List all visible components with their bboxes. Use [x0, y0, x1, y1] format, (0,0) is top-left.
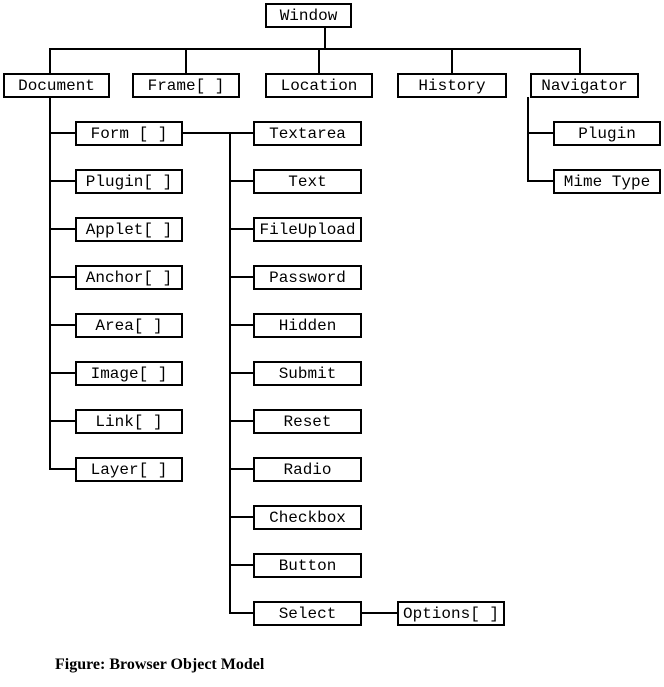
- edge-select-to-options: [361, 612, 398, 614]
- edge-stub-image: [49, 372, 76, 374]
- edge-stub-hidden: [229, 324, 254, 326]
- node-select: Select: [253, 601, 362, 626]
- figure-caption: Figure: Browser Object Model: [55, 656, 265, 673]
- edge-drop-location: [318, 48, 320, 73]
- node-nav-plugin: Plugin: [553, 121, 661, 146]
- edge-window-drop: [324, 28, 326, 49]
- edge-drop-document: [49, 48, 51, 73]
- node-applet: Applet[ ]: [75, 217, 183, 242]
- edge-stub-link: [49, 420, 76, 422]
- node-checkbox: Checkbox: [253, 505, 362, 530]
- node-form: Form [ ]: [75, 121, 183, 146]
- node-history: History: [397, 73, 507, 98]
- edge-document-spine: [49, 97, 51, 470]
- node-mime-type: Mime Type: [553, 169, 661, 194]
- edge-stub-mime-type: [527, 180, 554, 182]
- node-fileupload: FileUpload: [253, 217, 362, 242]
- edge-stub-anchor: [49, 276, 76, 278]
- edge-stub-select: [229, 612, 254, 614]
- node-plugin-array: Plugin[ ]: [75, 169, 183, 194]
- edge-drop-frame: [185, 48, 187, 73]
- edge-drop-history: [451, 48, 453, 73]
- node-image: Image[ ]: [75, 361, 183, 386]
- edge-stub-checkbox: [229, 516, 254, 518]
- node-link: Link[ ]: [75, 409, 183, 434]
- edge-stub-area: [49, 324, 76, 326]
- node-hidden: Hidden: [253, 313, 362, 338]
- edge-form-to-children: [183, 132, 254, 134]
- edge-stub-layer: [49, 468, 76, 470]
- edge-drop-navigator: [579, 48, 581, 73]
- node-button: Button: [253, 553, 362, 578]
- edge-stub-nav-plugin: [527, 132, 554, 134]
- node-navigator: Navigator: [530, 73, 639, 98]
- node-window: Window: [265, 3, 352, 28]
- edge-stub-submit: [229, 372, 254, 374]
- node-frame: Frame[ ]: [132, 73, 240, 98]
- edge-stub-reset: [229, 420, 254, 422]
- node-text: Text: [253, 169, 362, 194]
- edge-stub-applet: [49, 228, 76, 230]
- edge-stub-text: [229, 180, 254, 182]
- edge-stub-plugin-array: [49, 180, 76, 182]
- node-document: Document: [3, 73, 110, 98]
- node-options: Options[ ]: [397, 601, 505, 626]
- edge-window-children-bus: [49, 48, 581, 50]
- node-password: Password: [253, 265, 362, 290]
- edge-navigator-spine: [527, 97, 529, 182]
- node-anchor: Anchor[ ]: [75, 265, 183, 290]
- edge-stub-button: [229, 564, 254, 566]
- node-area: Area[ ]: [75, 313, 183, 338]
- node-layer: Layer[ ]: [75, 457, 183, 482]
- node-location: Location: [265, 73, 373, 98]
- node-textarea: Textarea: [253, 121, 362, 146]
- edge-stub-form: [49, 132, 76, 134]
- edge-stub-password: [229, 276, 254, 278]
- edge-stub-radio: [229, 468, 254, 470]
- node-radio: Radio: [253, 457, 362, 482]
- edge-stub-fileupload: [229, 228, 254, 230]
- node-reset: Reset: [253, 409, 362, 434]
- node-submit: Submit: [253, 361, 362, 386]
